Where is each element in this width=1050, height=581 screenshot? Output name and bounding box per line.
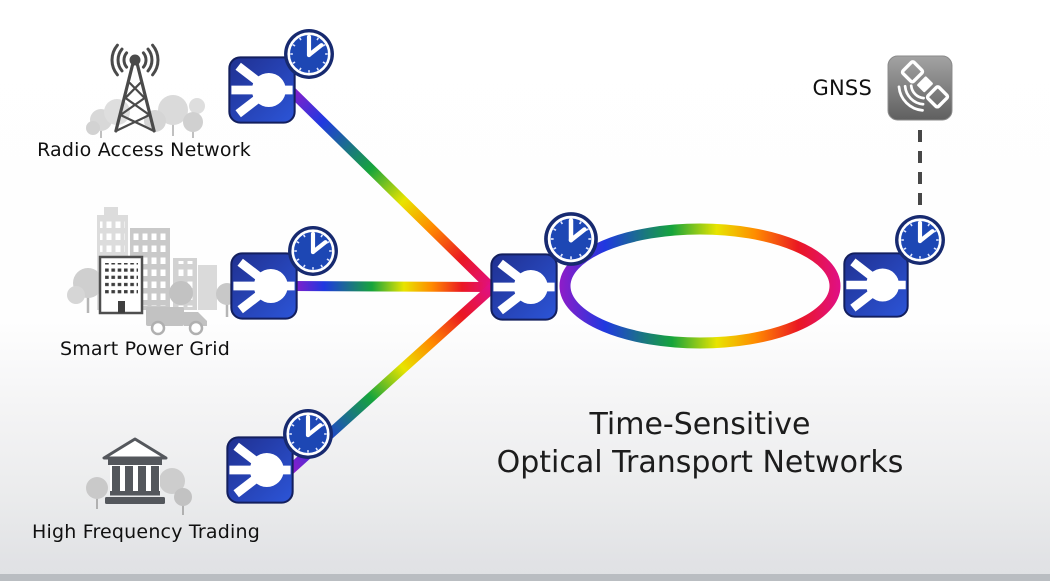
network-node-icon <box>226 436 294 504</box>
gnss-label: GNSS <box>812 76 872 100</box>
foreground-building <box>98 255 144 315</box>
bank-building-icon <box>86 437 192 515</box>
bank <box>102 437 168 504</box>
network-node-icon <box>230 252 298 320</box>
diagram-title: Time-Sensitive Optical Transport Network… <box>430 406 970 482</box>
sync-clock-icon <box>284 29 334 79</box>
optical-ring-link <box>559 223 841 349</box>
sync-clock-icon <box>288 226 338 276</box>
sync-clock-icon <box>544 212 598 266</box>
network-node-icon <box>843 252 909 318</box>
network-node-icon <box>490 253 558 321</box>
trees <box>86 468 192 515</box>
power-grid-label: Smart Power Grid <box>59 338 231 360</box>
sync-clock-icon <box>283 409 333 459</box>
trading-label: High Frequency Trading <box>31 521 260 543</box>
title-line-2: Optical Transport Networks <box>496 445 904 480</box>
tower <box>110 43 160 133</box>
cell-tower-icon <box>86 43 205 138</box>
city-buildings-icon <box>67 207 238 336</box>
network-node-icon <box>228 56 296 124</box>
title-line-1: Time-Sensitive <box>589 407 811 442</box>
ran-fiber-link <box>286 86 496 292</box>
truck <box>146 307 207 336</box>
power-grid-fiber-link <box>291 281 493 292</box>
ran-label: Radio Access Network <box>37 139 251 161</box>
bottom-border-strip <box>0 574 1050 581</box>
satellite-body <box>900 60 950 109</box>
signal-waves <box>897 84 925 112</box>
gnss-satellite-icon <box>887 55 953 121</box>
sync-clock-icon <box>895 215 945 265</box>
